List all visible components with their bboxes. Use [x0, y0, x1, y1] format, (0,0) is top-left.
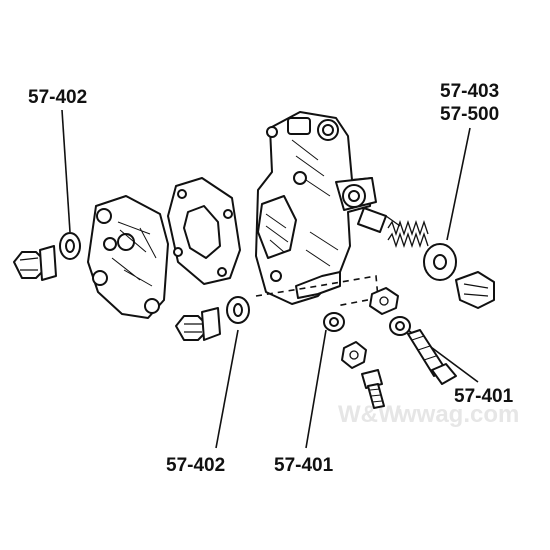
- label-57-403: 57-403: [440, 81, 499, 102]
- spring: [387, 219, 429, 249]
- left-fitting: [13, 245, 57, 281]
- washer-57-403: [423, 243, 457, 281]
- washer-57-401-center: [323, 312, 345, 332]
- watermark: W&W wwag.com: [338, 401, 519, 428]
- small-bolt: [361, 369, 385, 409]
- leader-line-top-right: [446, 127, 471, 241]
- washer-57-402-bottom: [226, 296, 250, 324]
- right-plug: [455, 271, 495, 309]
- assembly-dashed-line: [255, 275, 379, 307]
- leader-line-top-left: [61, 109, 71, 233]
- gasket: [167, 177, 241, 285]
- label-57-401-right: 57-401: [454, 386, 514, 407]
- label-57-401-bottom: 57-401: [274, 455, 334, 476]
- pump-body: [255, 111, 377, 305]
- hex-nut-right: [369, 287, 399, 315]
- label-57-500: 57-500: [440, 104, 499, 125]
- label-57-402-top: 57-402: [28, 87, 87, 108]
- leader-line-bottom-center: [305, 329, 327, 449]
- cover-plate: [87, 195, 169, 319]
- plunger-shaft: [357, 207, 401, 233]
- watermark-logo: W&W: [338, 401, 401, 428]
- long-bolt: [407, 329, 457, 385]
- lower-left-fitting: [175, 307, 221, 341]
- label-57-402-bottom: 57-402: [166, 455, 225, 476]
- washer-57-401-right: [389, 316, 411, 336]
- hex-nut-center: [341, 341, 367, 369]
- washer-57-402-top: [59, 232, 81, 260]
- leader-line-bottom-left: [215, 329, 239, 449]
- watermark-text: wwag.com: [397, 401, 519, 428]
- part-labels: 57-402 57-403 57-500 57-402 57-401 57-40…: [28, 81, 514, 476]
